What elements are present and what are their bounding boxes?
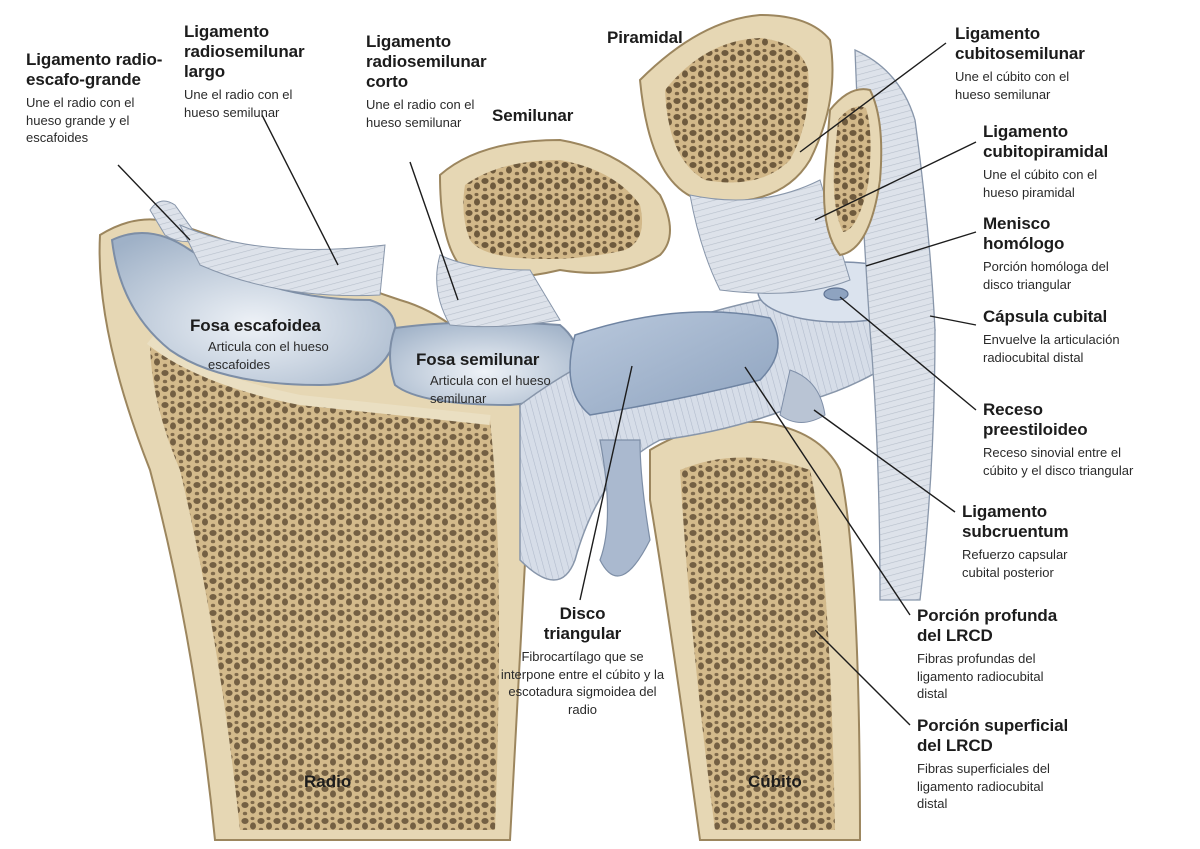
pisiform-spongy [833, 106, 871, 232]
label-radiosemilunar-largo-title: Ligamento radiosemilunar largo [184, 22, 305, 82]
label-fosa-semilunar-title: Fosa semilunar [416, 350, 540, 369]
label-cubitosemilunar-title: Ligamento cubitosemilunar [955, 24, 1085, 64]
label-radiosemilunar-corto: Ligamento radiosemilunar corto Une el ra… [366, 32, 506, 131]
label-radio-title: Radio [304, 772, 352, 791]
label-radio-escafo-grande-title: Ligamento radio-escafo-grande [26, 50, 163, 90]
label-fosa-escafoidea: Fosa escafoidea Articula con el hueso es… [190, 316, 340, 373]
label-cubitopiramidal: Ligamento cubitopiramidal Une el cúbito … [983, 122, 1123, 201]
leader-radio-escafo-grande [117, 164, 191, 241]
leader-receso [839, 296, 977, 411]
leader-capsula [929, 315, 977, 326]
leader-disco [579, 365, 633, 601]
label-radiosemilunar-corto-desc: Une el radio con el hueso semilunar [366, 97, 475, 130]
label-superficial: Porción superficial del LRCD Fibras supe… [917, 716, 1077, 813]
leader-subcruentum [813, 409, 956, 513]
label-radio-escafo-grande: Ligamento radio-escafo-grande Une el rad… [26, 50, 166, 147]
label-receso-desc: Receso sinovial entre el cúbito y el dis… [983, 445, 1134, 478]
label-menisco-desc: Porción homóloga del disco triangular [983, 259, 1109, 292]
label-cubito-title: Cúbito [748, 772, 802, 791]
leader-menisco [865, 231, 977, 267]
label-menisco: Menisco homólogo Porción homóloga del di… [983, 214, 1123, 293]
label-semilunar-title: Semilunar [492, 106, 574, 125]
label-fosa-escafoidea-title: Fosa escafoidea [190, 316, 321, 335]
label-capsula: Cápsula cubital Envuelve la articulación… [983, 307, 1153, 366]
label-profunda-desc: Fibras profundas del ligamento radiocubi… [917, 651, 1044, 702]
label-radio: Radio [304, 772, 351, 793]
label-radiosemilunar-largo: Ligamento radiosemilunar largo Une el ra… [184, 22, 324, 121]
triquetrum-spongy [665, 38, 809, 183]
label-cubitopiramidal-title: Ligamento cubitopiramidal [983, 122, 1109, 162]
ulna-spongy [680, 457, 835, 830]
label-subcruentum: Ligamento subcruentum Refuerzo capsular … [962, 502, 1102, 581]
label-cubitosemilunar-desc: Une el cúbito con el hueso semilunar [955, 69, 1070, 102]
label-disco-desc: Fibrocartílago que se interpone entre el… [500, 649, 665, 718]
prestyloid-recess-opening [823, 287, 849, 301]
label-radio-escafo-grande-desc: Une el radio con el hueso grande y el es… [26, 95, 135, 146]
leader-superficial [814, 629, 911, 726]
label-fosa-semilunar: Fosa semilunar Articula con el hueso sem… [416, 350, 566, 407]
triangular-disc-shape [569, 311, 779, 416]
leader-cubitopiramidal [814, 141, 977, 221]
label-radiosemilunar-largo-desc: Une el radio con el hueso semilunar [184, 87, 293, 120]
leader-lines [117, 42, 977, 726]
lunate-spongy [463, 160, 643, 259]
label-disco: Disco triangular Fibrocartílago que se i… [500, 604, 665, 719]
label-superficial-title: Porción superficial del LRCD [917, 716, 1069, 756]
label-menisco-title: Menisco homólogo [983, 214, 1065, 254]
long-radiolunate-ligament-shape [178, 223, 386, 297]
disc-lower-recess [599, 439, 651, 577]
label-profunda: Porción profunda del LRCD Fibras profund… [917, 606, 1077, 703]
ulnotriquetral-ligament-shape [689, 179, 851, 294]
leader-radiosemilunar-corto [409, 161, 459, 301]
radius-spongy [150, 340, 499, 830]
label-capsula-title: Cápsula cubital [983, 307, 1108, 326]
leader-radiosemilunar-largo [261, 114, 339, 266]
label-profunda-title: Porción profunda del LRCD [917, 606, 1058, 646]
label-capsula-desc: Envuelve la articulación radiocubital di… [983, 332, 1120, 365]
label-subcruentum-desc: Refuerzo capsular cubital posterior [962, 547, 1068, 580]
label-piramidal-title: Piramidal [607, 28, 683, 47]
label-fosa-escafoidea-desc: Articula con el hueso escafoides [208, 339, 329, 372]
label-disco-title: Disco triangular [543, 604, 622, 644]
leader-cubitosemilunar [799, 42, 947, 153]
label-radiosemilunar-corto-title: Ligamento radiosemilunar corto [366, 32, 487, 92]
leader-profunda [744, 366, 911, 616]
label-receso: Receso preestiloideo Receso sinovial ent… [983, 400, 1143, 479]
radius-cortex [146, 336, 491, 425]
label-superficial-desc: Fibras superficiales del ligamento radio… [917, 761, 1050, 812]
label-piramidal: Piramidal [607, 28, 683, 48]
label-semilunar: Semilunar [492, 106, 573, 126]
label-subcruentum-title: Ligamento subcruentum [962, 502, 1069, 542]
label-receso-title: Receso preestiloideo [983, 400, 1088, 440]
label-cubitosemilunar: Ligamento cubitosemilunar Une el cúbito … [955, 24, 1105, 103]
short-radiolunate-ligament-shape [436, 254, 561, 328]
label-cubito: Cúbito [748, 772, 802, 793]
label-cubitopiramidal-desc: Une el cúbito con el hueso piramidal [983, 167, 1098, 200]
label-fosa-semilunar-desc: Articula con el hueso semilunar [430, 373, 551, 406]
subcruentum-area [779, 369, 826, 423]
